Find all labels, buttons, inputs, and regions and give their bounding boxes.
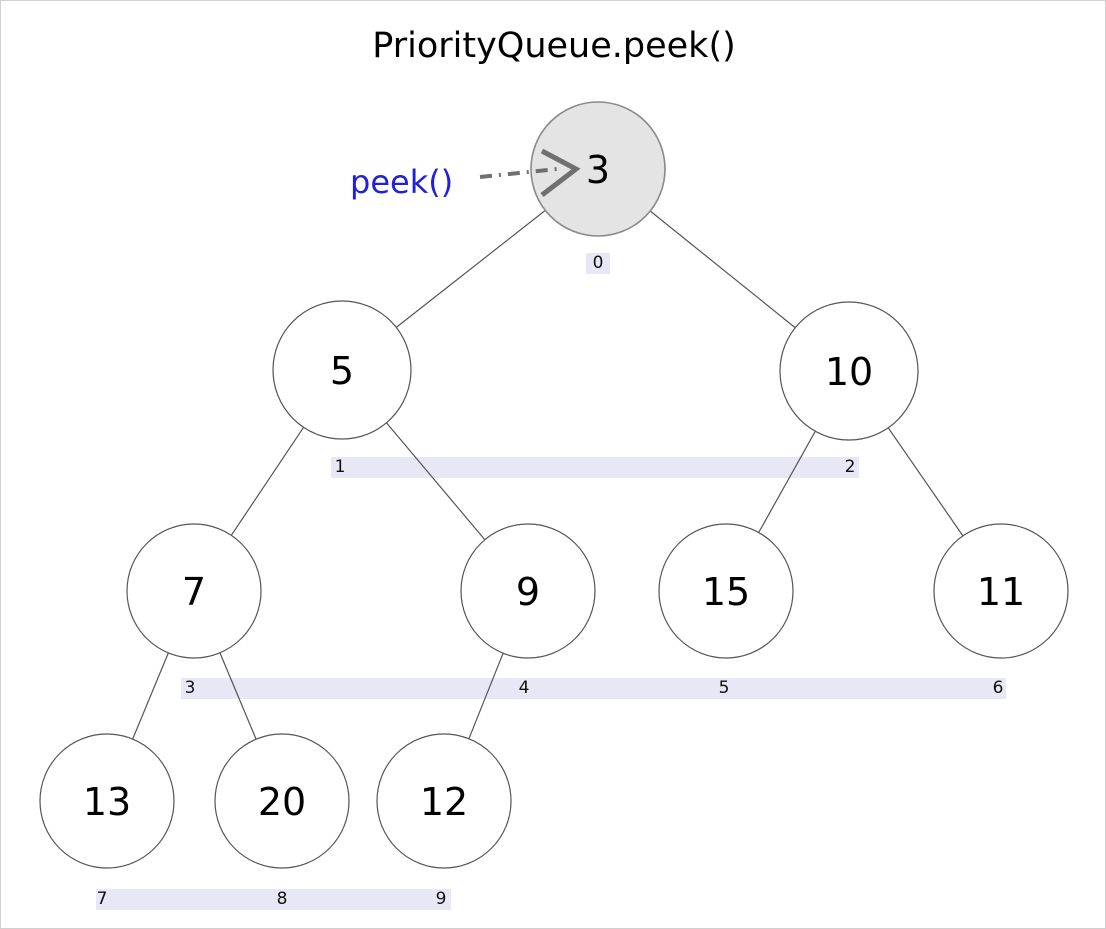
node-circle[interactable] [779,301,919,441]
node-circle-highlighted[interactable] [530,101,666,237]
node-circle[interactable] [214,733,350,869]
tree-node-0[interactable]: 3 [530,101,666,237]
tree-edge-3-7 [132,652,169,740]
node-value-label: 12 [420,780,468,824]
tree-node-3[interactable]: 7 [126,523,262,659]
tree-node-1[interactable]: 5 [272,300,412,440]
index-bands-group [96,253,1006,910]
tree-node-5[interactable]: 15 [658,523,794,659]
node-value-label: 7 [182,570,206,614]
peek-annotation-group: peek() [350,148,581,201]
node-circle[interactable] [460,523,596,659]
array-index-label-8: 8 [277,889,288,909]
tree-edge-2-6 [887,427,964,537]
tree-edge-4-9 [468,652,504,740]
node-circle[interactable] [933,523,1069,659]
dash-dot-arrow-icon [479,167,558,179]
node-circle[interactable] [376,733,512,869]
tree-node-8[interactable]: 20 [214,733,350,869]
node-circle[interactable] [39,733,175,869]
tree-edges-group [132,209,964,740]
index-band-level-1 [331,457,859,478]
tree-edge-1-3 [230,426,305,536]
node-value-label: 15 [702,570,750,614]
array-index-label-0: 0 [593,253,604,273]
node-value-label: 11 [977,570,1025,614]
node-value-label: 20 [258,780,306,824]
tree-node-2[interactable]: 10 [779,301,919,441]
peek-annotation-label: peek() [350,163,453,201]
node-value-label: 9 [516,570,540,614]
array-index-label-1: 1 [335,457,346,477]
node-value-label: 13 [83,780,131,824]
tree-edge-0-1 [395,209,546,328]
tree-node-4[interactable]: 9 [460,523,596,659]
tree-edge-1-4 [385,422,486,541]
index-band-level-2 [181,678,1006,699]
index-band-level-3 [96,889,451,910]
node-value-label: 5 [330,349,354,393]
node-circle[interactable] [272,300,412,440]
array-index-label-5: 5 [719,678,730,698]
array-index-label-6: 6 [993,678,1004,698]
tree-node-9[interactable]: 12 [376,733,512,869]
tree-node-7[interactable]: 13 [39,733,175,869]
arrow-head-icon [540,148,581,197]
array-index-label-7: 7 [97,889,108,909]
node-value-label: 10 [825,350,873,394]
node-circle[interactable] [126,523,262,659]
tree-edge-2-5 [758,430,816,533]
node-value-label: 3 [586,148,610,192]
page-title: PriorityQueue.peek() [372,26,736,66]
array-index-label-4: 4 [519,678,530,698]
array-index-label-9: 9 [436,889,447,909]
index-band-level-0 [586,253,610,274]
node-circle[interactable] [658,523,794,659]
array-index-label-3: 3 [185,678,196,698]
tree-edge-0-2 [649,210,796,329]
tree-edge-3-8 [219,652,257,740]
tree-node-6[interactable]: 11 [933,523,1069,659]
array-index-label-2: 2 [845,457,856,477]
